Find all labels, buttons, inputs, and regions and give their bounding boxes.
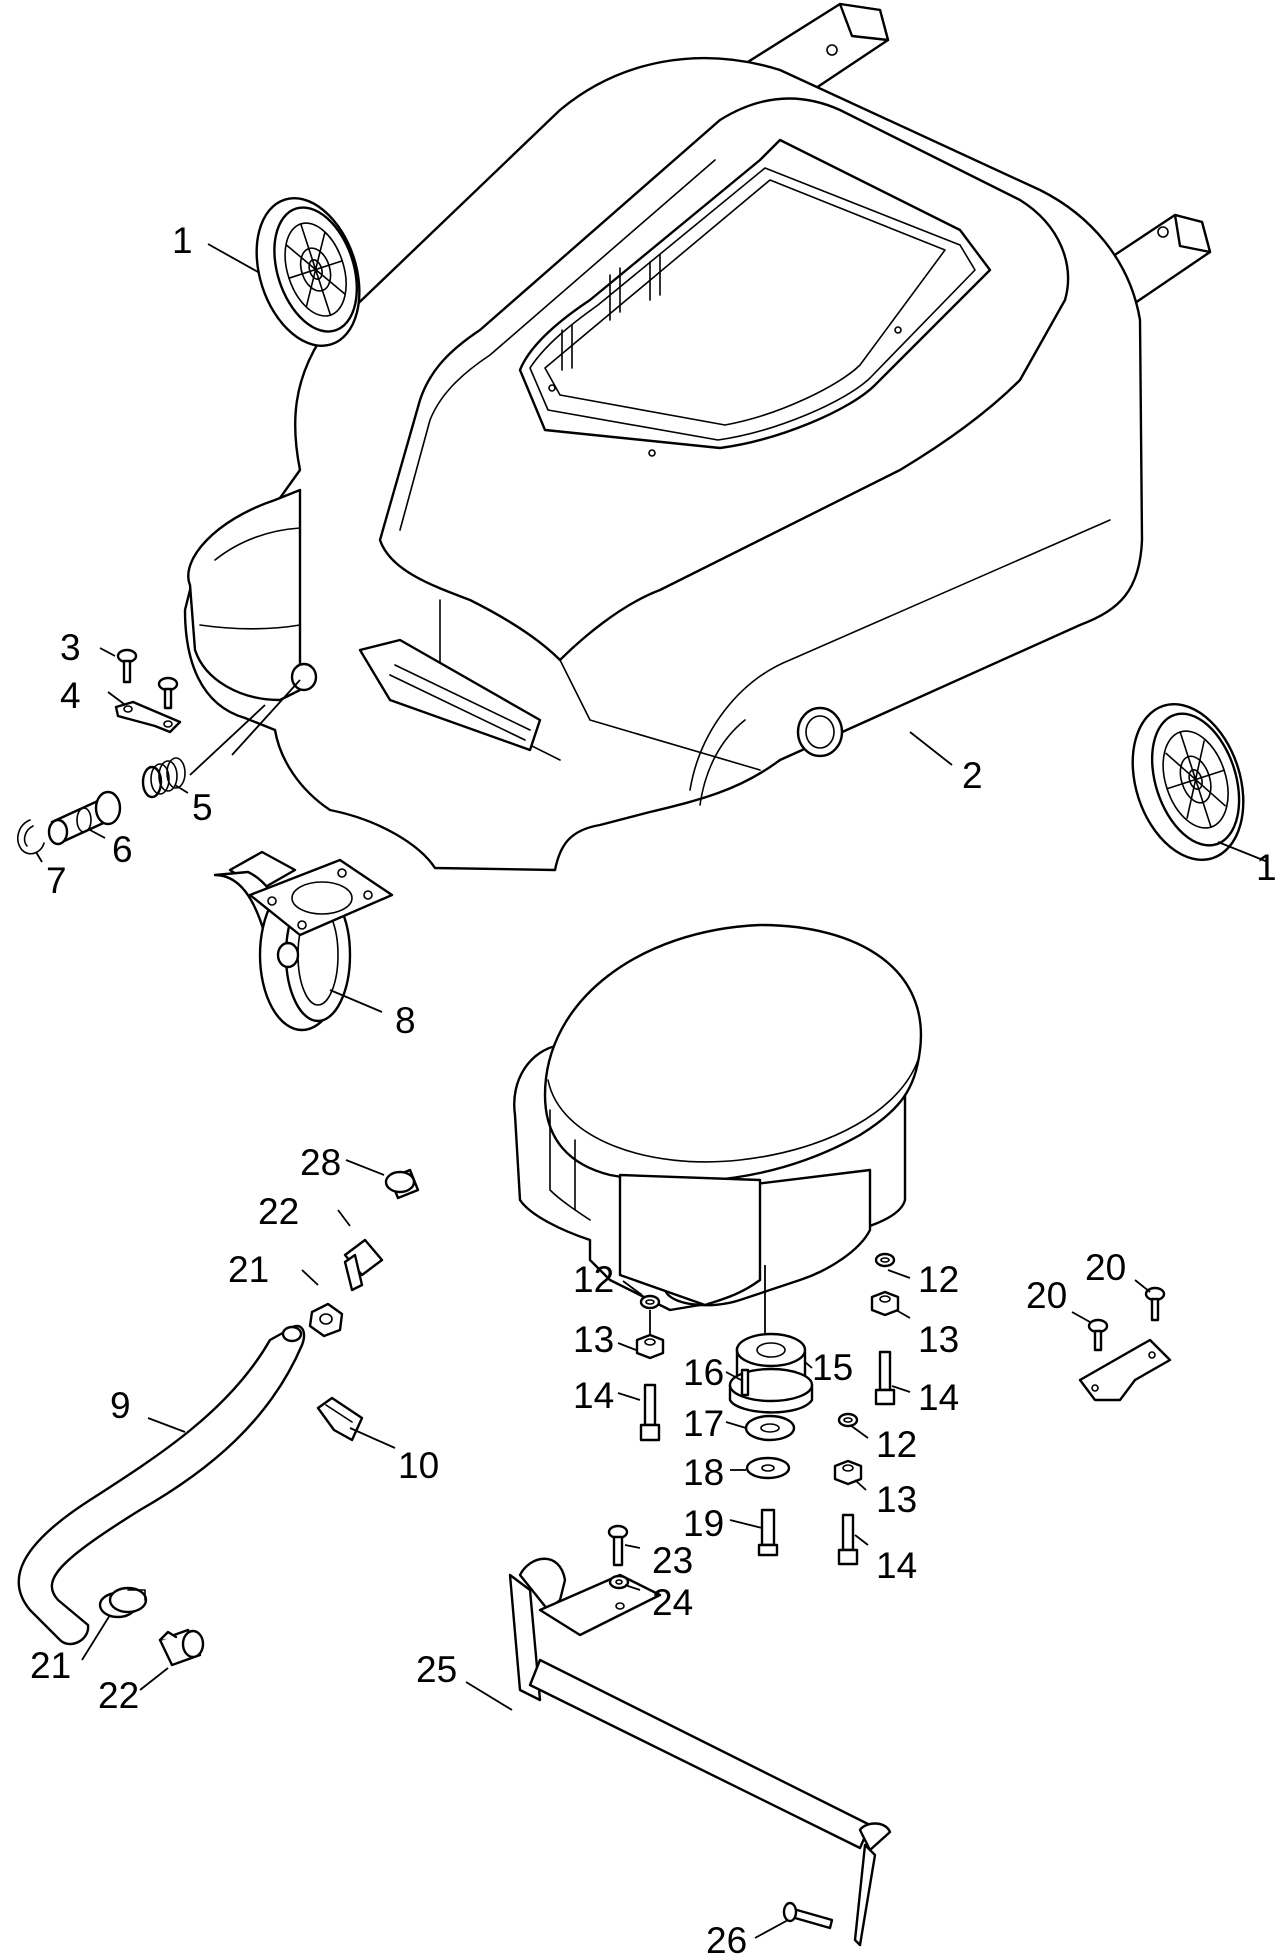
washer-18: [745, 1456, 791, 1480]
callout-4: 4: [60, 675, 81, 716]
retaining-ring-7: [17, 819, 45, 855]
callout-17: 17: [683, 1403, 724, 1444]
nut-12b: [874, 1252, 896, 1268]
key-16: [740, 1368, 750, 1397]
screw-3: [116, 648, 138, 684]
spring-5: [141, 757, 186, 799]
callout-2: 2: [962, 755, 983, 796]
screw-3b: [157, 676, 179, 710]
callout-13-c: 13: [876, 1479, 917, 1520]
callout-3: 3: [60, 627, 81, 668]
washer-24: [608, 1574, 630, 1590]
callout-labels: 1 1 2 3 4 5 6 7 8 9 10 12 12 12 13 13 13…: [30, 220, 1277, 1957]
pulley-15: [728, 1332, 814, 1414]
callout-25: 25: [416, 1649, 457, 1690]
housing-body: [183, 2, 1212, 872]
fitting-22a: [343, 1238, 384, 1292]
callout-26: 26: [706, 1920, 747, 1957]
frame-25: [508, 1557, 892, 1947]
callout-15: 15: [812, 1347, 853, 1388]
callout-22-a: 22: [258, 1191, 299, 1232]
nut-21a: [308, 1302, 344, 1338]
callout-12-a: 12: [573, 1259, 614, 1300]
leader-lines: [35, 243, 1269, 1939]
fitting-22b: [158, 1628, 205, 1667]
latch-plate-4: [114, 700, 182, 734]
nut-12a: [639, 1294, 661, 1335]
wheel-lower-right: [1131, 703, 1245, 861]
nut-13c: [833, 1459, 863, 1486]
callout-14-c: 14: [876, 1545, 917, 1586]
callout-20-a: 20: [1085, 1247, 1126, 1288]
caster-8: [213, 850, 394, 1032]
callout-16: 16: [683, 1352, 724, 1393]
callout-24: 24: [652, 1582, 693, 1623]
callout-12-b: 12: [918, 1259, 959, 1300]
callout-7: 7: [46, 860, 67, 901]
nut-13b: [870, 1290, 900, 1317]
hose-9: [17, 1324, 306, 1646]
nut-12c: [837, 1412, 859, 1428]
washer-17: [744, 1414, 796, 1442]
callout-9: 9: [110, 1385, 131, 1426]
bracket-20: [1078, 1338, 1172, 1402]
screw-26: [782, 1901, 834, 1930]
nut-13a: [635, 1333, 665, 1360]
motor-housing: [513, 923, 923, 1312]
callout-23: 23: [652, 1540, 693, 1581]
callout-18: 18: [683, 1452, 724, 1493]
callout-6: 6: [112, 829, 133, 870]
callout-20-b: 20: [1026, 1275, 1067, 1316]
callout-14-b: 14: [918, 1377, 959, 1418]
wheel-upper-left: [255, 197, 361, 347]
bolt-23: [607, 1524, 629, 1567]
callout-13-a: 13: [573, 1319, 614, 1360]
plug-28: [384, 1168, 420, 1200]
callout-13-b: 13: [918, 1319, 959, 1360]
screw-20a: [1144, 1286, 1166, 1322]
hose-clamp-21b: [98, 1586, 148, 1619]
clip-10: [316, 1396, 364, 1442]
bolt-19: [757, 1508, 779, 1557]
bolt-14a: [639, 1383, 661, 1442]
callout-10: 10: [398, 1445, 439, 1486]
screw-20b: [1087, 1318, 1109, 1352]
callout-28: 28: [300, 1142, 341, 1183]
callout-14-a: 14: [573, 1375, 614, 1416]
bolt-14b: [874, 1350, 896, 1406]
latch-pin-6: [47, 790, 122, 846]
callout-8: 8: [395, 1000, 416, 1041]
callout-1-upper: 1: [172, 220, 193, 261]
callout-1-lower: 1: [1256, 847, 1277, 888]
bolt-14c: [837, 1513, 859, 1566]
callout-21-b: 21: [30, 1645, 71, 1686]
callout-12-c: 12: [876, 1424, 917, 1465]
callout-22-b: 22: [98, 1675, 139, 1716]
callout-5: 5: [192, 787, 213, 828]
callout-21-a: 21: [228, 1249, 269, 1290]
callout-19: 19: [683, 1503, 724, 1544]
